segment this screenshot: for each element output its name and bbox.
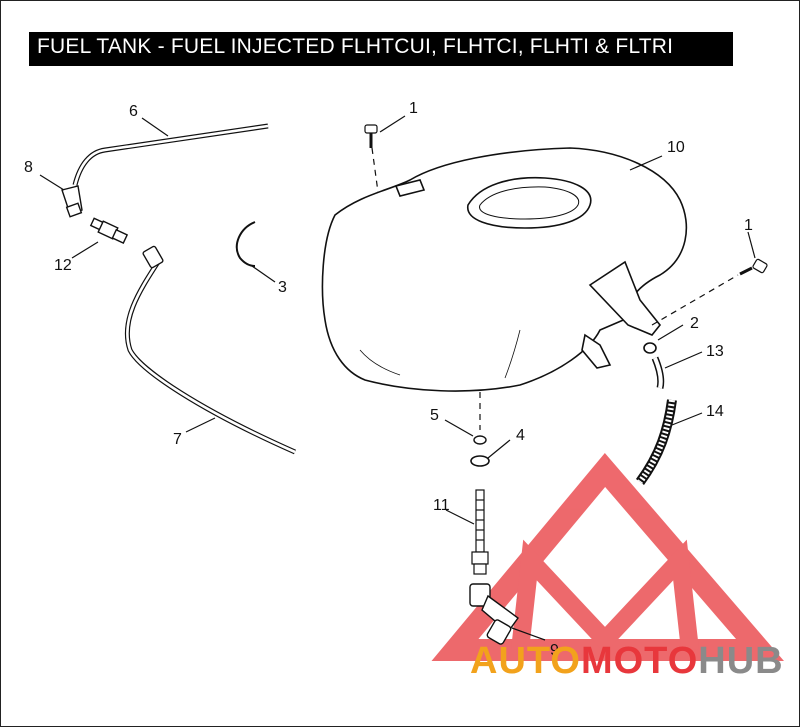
callout-13: 13 — [706, 343, 724, 360]
callout-4: 4 — [516, 427, 525, 444]
callout-1-top: 1 — [409, 100, 418, 117]
watermark-logo-icon — [431, 452, 784, 661]
fuel-line-11 — [471, 489, 489, 575]
elbow-fitting-8 — [61, 185, 83, 218]
callout-5: 5 — [430, 407, 439, 424]
fuel-tank — [321, 147, 688, 392]
elbow-fitting-7 — [142, 245, 164, 269]
callout-11: 11 — [433, 497, 450, 514]
watermark-part-moto: MOTO — [580, 640, 699, 682]
callout-14: 14 — [706, 403, 724, 420]
grommet-2 — [643, 342, 657, 354]
bolt-part-1a — [364, 124, 378, 148]
callout-1-right: 1 — [744, 217, 753, 234]
fuel-fitting-9 — [469, 583, 519, 645]
callout-2: 2 — [690, 315, 699, 332]
callout-leaders — [39, 115, 756, 641]
callout-12: 12 — [54, 257, 72, 274]
callout-3: 3 — [278, 279, 287, 296]
title-bar: FUEL TANK - FUEL INJECTED FLHTCUI, FLHTC… — [29, 32, 733, 66]
washer-5 — [473, 435, 487, 445]
check-valve-12 — [89, 217, 129, 244]
vent-tube-7 — [124, 260, 297, 455]
callout-9: 9 — [550, 642, 559, 659]
retaining-ring — [235, 221, 256, 267]
watermark-part-auto: AUTO — [470, 640, 581, 682]
callout-10: 10 — [667, 139, 685, 156]
callout-8: 8 — [24, 159, 33, 176]
vent-tube-6 — [72, 123, 269, 186]
clamp-4 — [470, 455, 490, 467]
diagram-title: FUEL TANK - FUEL INJECTED FLHTCUI, FLHTC… — [37, 35, 674, 58]
watermark-part-hub: HUB — [698, 640, 784, 682]
alignment-lines — [371, 147, 739, 430]
watermark-text: AUTOMOTOHUB — [470, 640, 784, 683]
callout-6: 6 — [129, 103, 138, 120]
callout-7: 7 — [173, 431, 182, 448]
bolt-part-1b — [739, 258, 768, 276]
